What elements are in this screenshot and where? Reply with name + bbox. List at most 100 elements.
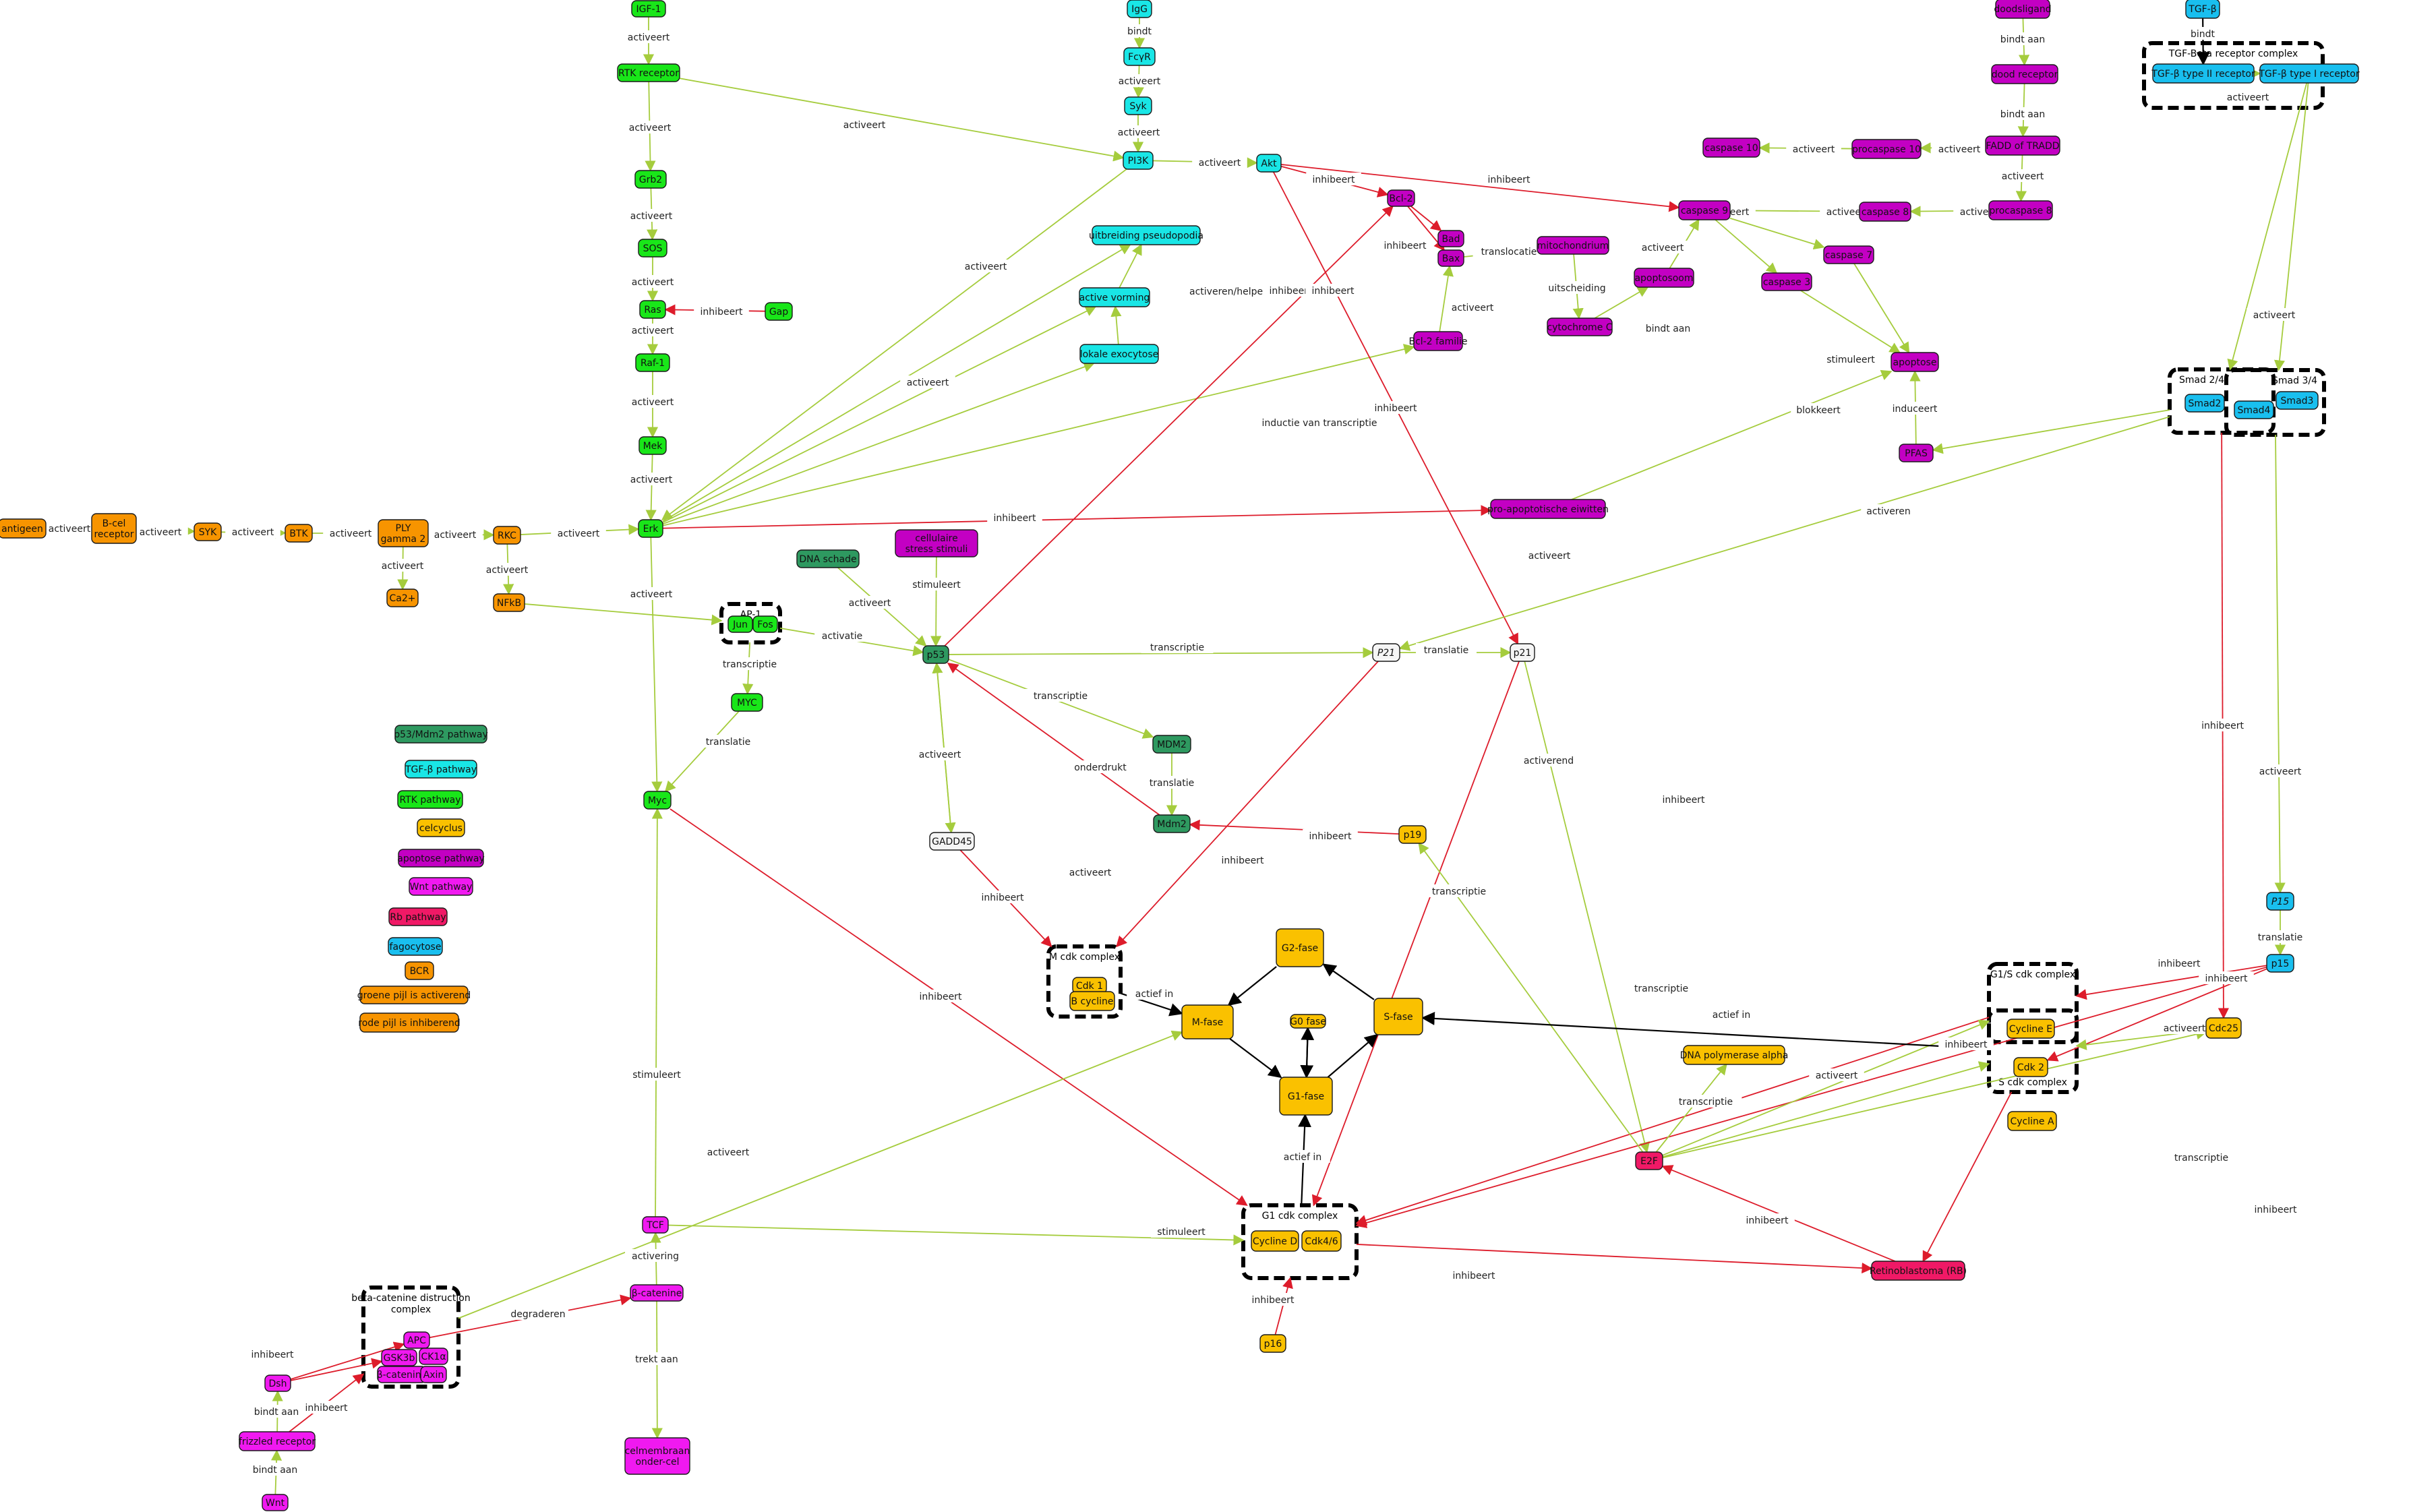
node-retinoblastoma-rb[interactable]: Retinoblastoma (RB) (1870, 1261, 1967, 1281)
node-tgf-type-i-receptor[interactable]: TGF-β type I receptor (2258, 63, 2360, 84)
node-cycline-d[interactable]: Cycline D (1251, 1230, 1299, 1252)
node-uitbreiding-pseudopodia[interactable]: uitbreiding pseudopodia (1089, 225, 1203, 245)
node-p15[interactable]: p15 (2266, 954, 2294, 973)
node-doodsligand[interactable]: doodsligand (1994, 0, 2052, 19)
node-cycline-a[interactable]: Cycline A (2007, 1111, 2057, 1131)
node-nfkb[interactable]: NFkB (493, 593, 525, 612)
node-bad[interactable]: Bad (1437, 230, 1464, 247)
node-gap[interactable]: Gap (765, 302, 793, 321)
node-p21[interactable]: p21 (1510, 643, 1535, 662)
node-caspase-8[interactable]: caspase 8 (1859, 202, 1911, 222)
node-fagocytose[interactable]: fagocytose (388, 937, 443, 956)
node-tgf-pathway[interactable]: TGF-β pathway (405, 760, 477, 779)
node-igf-1[interactable]: IGF-1 (631, 0, 666, 18)
node-g2-fase[interactable]: G2-fase (1276, 928, 1324, 967)
node-p53[interactable]: p53 (922, 645, 949, 664)
node-wnt-pathway[interactable]: Wnt pathway (409, 877, 473, 896)
node-s-fase[interactable]: S-fase (1373, 998, 1423, 1035)
node-myc[interactable]: Myc (643, 791, 672, 810)
node-p15[interactable]: P15 (2266, 892, 2294, 911)
node-apc[interactable]: APC (403, 1331, 430, 1349)
node-procaspase-8[interactable]: procaspase 8 (1988, 200, 2053, 220)
node-fc-r[interactable]: FcγR (1123, 47, 1156, 66)
node-axin[interactable]: Axin (420, 1366, 447, 1383)
node-celcyclus[interactable]: celcyclus (417, 818, 465, 837)
node-bcr[interactable]: BCR (405, 961, 434, 980)
node-igg[interactable]: IgG (1127, 0, 1152, 18)
node-p19[interactable]: p19 (1398, 825, 1427, 844)
node-rtk-receptor[interactable]: RTK receptor (617, 63, 680, 82)
node-cdc25[interactable]: Cdc25 (2205, 1017, 2242, 1039)
node-apoptose[interactable]: apoptose (1891, 352, 1939, 372)
node-lokale-exocytose[interactable]: lokale exocytose (1079, 344, 1159, 364)
node-raf-1[interactable]: Raf-1 (635, 353, 670, 372)
node-catenine[interactable]: β-catenine (377, 1366, 427, 1383)
node-caspase-9[interactable]: caspase 9 (1678, 200, 1731, 220)
node-catenine[interactable]: β-catenine (630, 1284, 684, 1302)
node-g0-fase[interactable]: G0 fase (1290, 1014, 1326, 1029)
node-fos[interactable]: Fos (752, 615, 778, 633)
node-bax[interactable]: Bax (1437, 249, 1464, 267)
node-caspase-10[interactable]: caspase 10 (1702, 138, 1760, 158)
node-tgf[interactable]: TGF-β (2185, 0, 2220, 19)
node-tgf-type-ii-receptor[interactable]: TGF-β type II receptor (2151, 63, 2255, 84)
node-jun[interactable]: Jun (727, 615, 753, 633)
node-dood-receptor[interactable]: dood receptor (1991, 64, 2058, 84)
node-procaspase-10[interactable]: procaspase 10 (1851, 139, 1922, 159)
node-mitochondrium[interactable]: mitochondrium (1537, 236, 1609, 255)
node-rb-pathway[interactable]: Rb pathway (388, 907, 448, 926)
node-syk[interactable]: Syk (1124, 96, 1152, 115)
node-smad3[interactable]: Smad3 (2276, 391, 2319, 410)
node-g1-fase[interactable]: G1-fase (1279, 1077, 1333, 1116)
node-cycline-e[interactable]: Cycline E (2006, 1019, 2055, 1039)
node-akt[interactable]: Akt (1256, 154, 1282, 173)
node-smad4[interactable]: Smad4 (2234, 400, 2274, 419)
node-pro-apoptotische-eiwitten[interactable]: pro-apoptotische eiwitten (1487, 499, 1609, 519)
node-tcf[interactable]: TCF (642, 1216, 669, 1234)
node-active-vorming[interactable]: active vorming (1079, 287, 1150, 307)
node-pi3k[interactable]: PI3K (1123, 151, 1154, 170)
node-pfas[interactable]: PFAS (1899, 444, 1934, 462)
node-cdk4-6[interactable]: Cdk4/6 (1301, 1230, 1342, 1252)
node-m-fase[interactable]: M-fase (1181, 1004, 1234, 1039)
node-frizzled-receptor[interactable]: frizzled receptor (239, 1431, 316, 1451)
node-ck1[interactable]: CK1α (419, 1348, 448, 1365)
node-cytochrome-c[interactable]: cytochrome C (1547, 317, 1613, 336)
node-rode-pijl-is-inhiberend[interactable]: rode pijl is inhiberend (358, 1012, 460, 1033)
node-p21[interactable]: P21 (1372, 643, 1400, 662)
node-gsk3b[interactable]: GSK3b (381, 1349, 417, 1366)
node-dna-polymerase-alpha[interactable]: DNA polymerase alpha (1680, 1045, 1789, 1065)
node-p53-mdm2-pathway[interactable]: p53/Mdm2 pathway (394, 725, 488, 744)
node-caspase-3[interactable]: caspase 3 (1761, 272, 1812, 291)
node-antigeen[interactable]: antigeen (0, 518, 47, 539)
node-smad2[interactable]: Smad2 (2184, 394, 2225, 413)
node-caspase-7[interactable]: caspase 7 (1823, 245, 1874, 264)
node-gadd45[interactable]: GADD45 (929, 832, 975, 851)
node-apoptosoom[interactable]: apoptosoom (1634, 268, 1694, 288)
node-bcl-2[interactable]: Bcl-2 (1387, 189, 1415, 207)
node-mek[interactable]: Mek (638, 436, 667, 455)
node-rtk-pathway[interactable]: RTK pathway (397, 790, 463, 809)
node-sos[interactable]: SOS (638, 239, 667, 258)
node-cdk-2[interactable]: Cdk 2 (2013, 1057, 2048, 1077)
node-mdm2[interactable]: Mdm2 (1153, 814, 1191, 833)
node-syk[interactable]: SYK (194, 522, 222, 541)
node-fadd-of-tradd[interactable]: FADD of TRADD (1985, 135, 2060, 156)
node-apoptose-pathway[interactable]: apoptose pathway (397, 849, 485, 868)
node-grb2[interactable]: Grb2 (634, 170, 667, 189)
node-ras[interactable]: Ras (639, 300, 666, 319)
node-dna-schade[interactable]: DNA schade (796, 549, 860, 568)
node-e2f[interactable]: E2F (1635, 1151, 1663, 1170)
node-erk[interactable]: Erk (638, 519, 663, 538)
node-dsh[interactable]: Dsh (264, 1374, 291, 1392)
node-p16[interactable]: p16 (1259, 1334, 1286, 1353)
node-b-cycline[interactable]: B cycline (1069, 991, 1115, 1011)
node-btk[interactable]: BTK (285, 524, 313, 543)
node-myc[interactable]: MYC (731, 693, 763, 712)
node-ca2[interactable]: Ca2+ (386, 588, 419, 607)
node-groene-pijl-is-activerend[interactable]: groene pijl is activerend (357, 986, 471, 1004)
